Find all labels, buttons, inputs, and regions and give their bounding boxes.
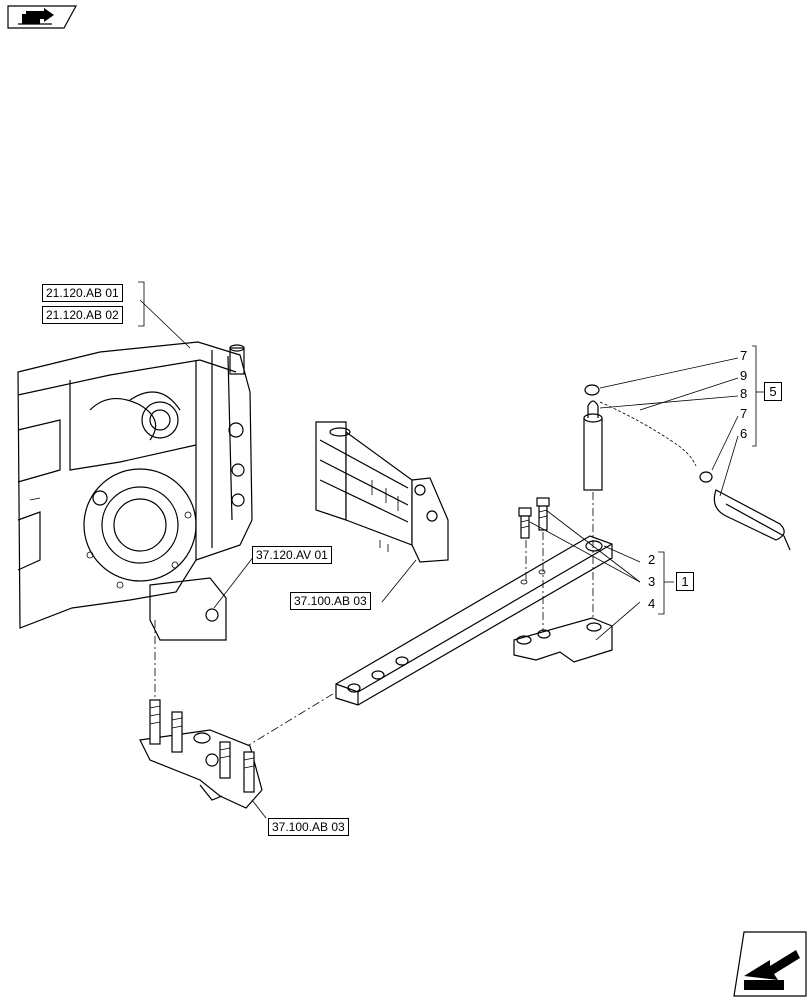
lower-hitch-base [139, 699, 263, 809]
reference-link[interactable]: 37.120.AV 01 [252, 546, 332, 564]
hitch-pin-parts [583, 384, 791, 551]
reference-link[interactable]: 37.100.AB 03 [268, 818, 349, 836]
hitch-bracket-assembly [315, 421, 449, 563]
callout-number: 7 [740, 348, 748, 363]
drawbar [335, 535, 613, 706]
leader-line [139, 299, 191, 349]
leader-line [251, 799, 267, 819]
bolts [518, 497, 550, 539]
next-page-icon[interactable] [733, 931, 807, 997]
callout-number: 4 [648, 596, 656, 611]
callout-number: 8 [740, 386, 748, 401]
leader-line [381, 559, 417, 603]
callout-number: 3 [648, 574, 656, 589]
lower-plate [513, 617, 613, 663]
callout-number: 9 [740, 368, 748, 383]
reference-brace [138, 281, 145, 327]
assembly-group-1[interactable]: 1 [676, 572, 694, 591]
transmission-housing [17, 341, 253, 641]
reference-link[interactable]: 37.100.AB 03 [290, 592, 371, 610]
callout-number: 2 [648, 552, 656, 567]
reference-link[interactable]: 21.120.AB 01 [42, 284, 123, 302]
assembly-group-5[interactable]: 5 [764, 382, 782, 401]
callout-number: 7 [740, 406, 748, 421]
previous-section-icon[interactable] [7, 5, 78, 29]
callout-number: 6 [740, 426, 748, 441]
reference-link[interactable]: 21.120.AB 02 [42, 306, 123, 324]
leader-line [213, 555, 255, 609]
callout-leaders-group1 [529, 509, 674, 641]
callout-leaders-group5 [599, 345, 764, 497]
